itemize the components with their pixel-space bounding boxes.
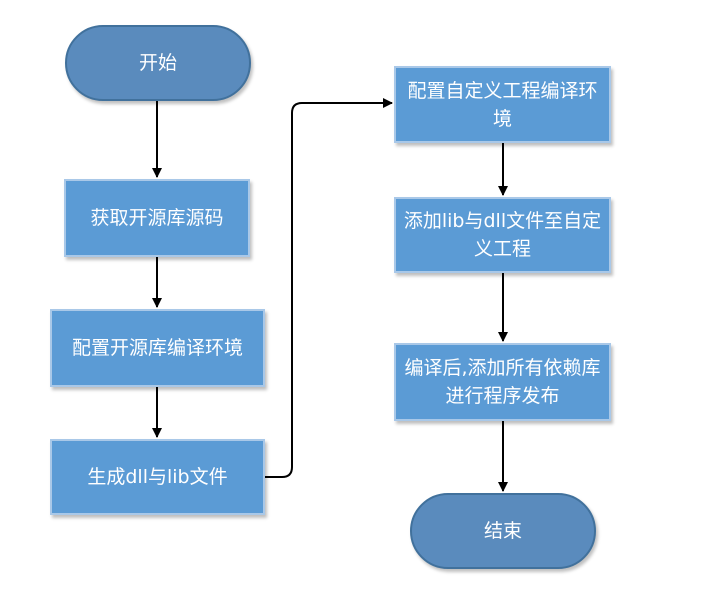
config-custom-label: 配置自定义工程编译环境 (407, 79, 598, 130)
config-env-label: 配置开源库编译环境 (71, 337, 243, 359)
get-source-label: 获取开源库源码 (90, 207, 224, 229)
gen-dll-lib-step: 生成dll与lib文件 (50, 439, 265, 515)
config-env-step: 配置开源库编译环境 (50, 309, 265, 387)
start-label: 开始 (138, 52, 177, 74)
compile-publish-step: 编译后,添加所有依赖库进行程序发布 (394, 343, 611, 421)
end-node: 结束 (410, 493, 596, 569)
get-source-step: 获取开源库源码 (64, 179, 250, 257)
add-lib-dll-label: 添加lib与dll文件至自定义工程 (403, 210, 602, 260)
start-node: 开始 (65, 25, 251, 101)
compile-publish-label: 编译后,添加所有依赖库进行程序发布 (404, 357, 601, 407)
config-custom-step: 配置自定义工程编译环境 (394, 66, 611, 143)
arrow-gen-dll-lib-to-config-custom (265, 98, 393, 478)
add-lib-dll-step: 添加lib与dll文件至自定义工程 (394, 197, 611, 273)
end-label: 结束 (483, 520, 522, 542)
gen-dll-lib-label: 生成dll与lib文件 (87, 466, 228, 488)
